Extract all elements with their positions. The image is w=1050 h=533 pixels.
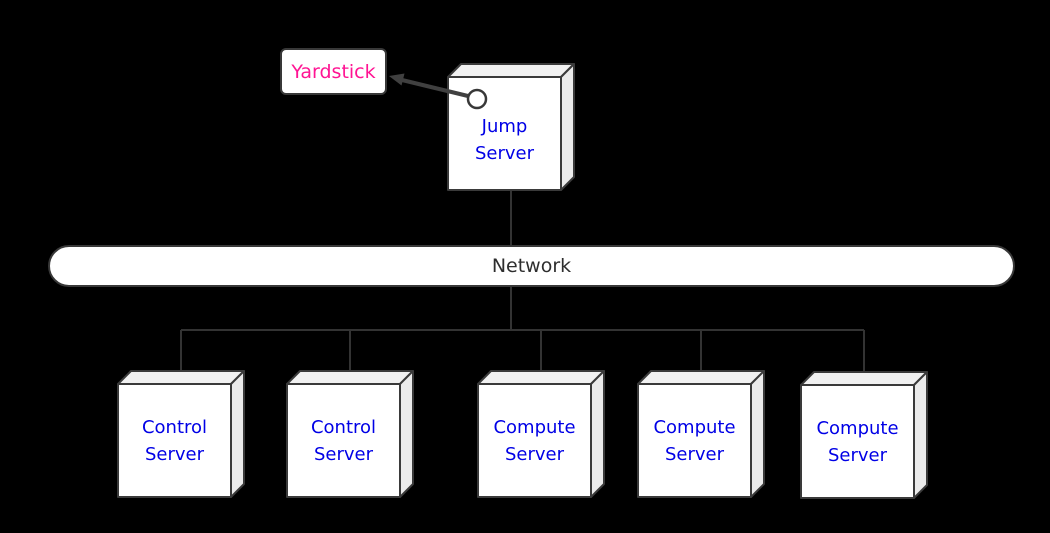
yardstick-arrow-line: [401, 78, 469, 98]
server-label: Compute Server: [816, 417, 899, 466]
server-node-compute-1: Compute Server: [477, 370, 605, 498]
server-node-compute-2: Compute Server: [637, 370, 765, 498]
server-node-control-1: Control Server: [117, 370, 245, 498]
server-3d-box-icon: [800, 371, 928, 499]
network-label: Network: [491, 255, 572, 277]
server-3d-box-icon: [477, 370, 605, 498]
interface-port-icon: [466, 88, 488, 110]
server-3d-box-icon: [637, 370, 765, 498]
server-node-control-2: Control Server: [286, 370, 414, 498]
server-3d-box-icon: [286, 370, 414, 498]
yardstick-arrowhead-icon: [389, 73, 405, 86]
server-node-compute-3: Compute Server: [800, 371, 928, 499]
server-3d-box-icon: [117, 370, 245, 498]
server-label: Control Server: [141, 416, 208, 465]
yardstick-label: Yardstick: [291, 60, 376, 83]
jump-server-label: Jump Server: [474, 115, 535, 164]
server-label: Compute Server: [653, 416, 736, 465]
yardstick-box: Yardstick: [280, 48, 387, 95]
server-label: Control Server: [310, 416, 377, 465]
network-bar: Network: [48, 245, 1015, 287]
server-label: Compute Server: [493, 416, 576, 465]
